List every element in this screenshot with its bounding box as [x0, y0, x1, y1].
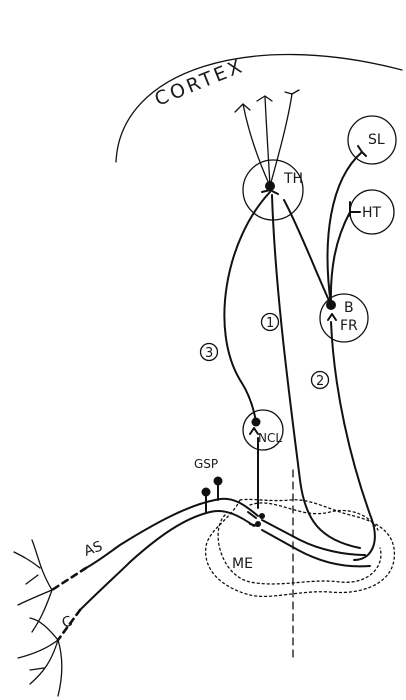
c-dendrites — [18, 618, 62, 696]
ht-to-b-path — [331, 212, 350, 305]
pathway-2-line — [331, 322, 375, 560]
ht-label: HT — [362, 205, 382, 221]
th-label: TH — [283, 171, 303, 187]
fr-label: FR — [340, 318, 358, 334]
svg-text:1: 1 — [266, 316, 274, 331]
me-label: ME — [232, 556, 253, 572]
pathway-1-badge: 1 — [262, 314, 279, 332]
ncl-terminal — [250, 428, 258, 434]
b-to-th-path — [284, 200, 331, 305]
sl-label: SL — [368, 132, 385, 148]
c-label: C — [60, 613, 75, 631]
gsp-terminals — [202, 477, 223, 513]
ncl-neuron-body — [252, 418, 261, 427]
as-label: AS — [82, 538, 105, 559]
ncl-label: NCL — [258, 431, 282, 445]
pathway-3-line — [224, 192, 270, 422]
b-label: B — [344, 300, 354, 316]
pathway-1-line — [272, 195, 360, 548]
b-terminal — [328, 314, 336, 320]
pathway-2-badge: 2 — [312, 372, 329, 390]
svg-text:3: 3 — [205, 346, 213, 361]
svg-text:2: 2 — [316, 374, 324, 389]
gsp-label: GSP — [194, 457, 218, 471]
pathway-3-badge: 3 — [201, 344, 218, 362]
